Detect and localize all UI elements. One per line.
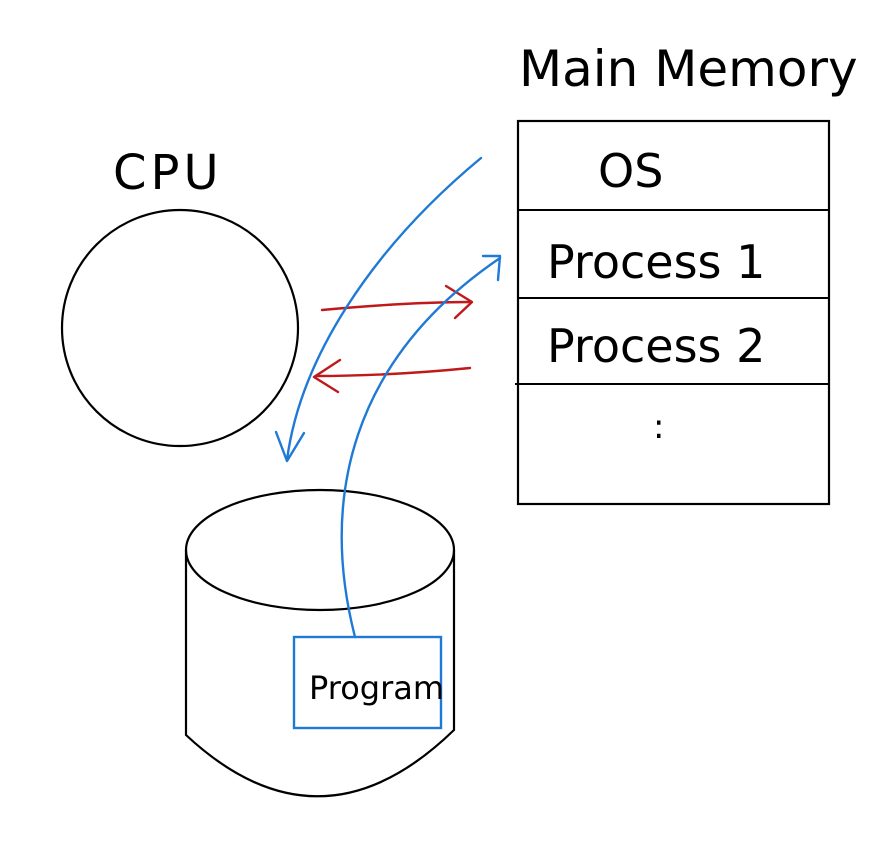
red-arrow-cpu-to-memory [320, 284, 474, 320]
memory-cell-os: OS [598, 144, 663, 198]
memory-cell-process-1: Process 1 [547, 235, 765, 289]
memory-cell-process-2: Process 2 [547, 319, 765, 373]
program-label: Program [309, 669, 444, 707]
cpu-label: CPU [113, 145, 223, 201]
blue-arrow-memory-to-disk [274, 156, 483, 463]
cpu-circle [60, 208, 300, 448]
blue-arrow-program-to-memory [340, 254, 502, 639]
disk-cylinder [184, 488, 456, 798]
program-box [292, 635, 443, 730]
memory-cell-ellipsis: : [653, 407, 664, 447]
main-memory-table: OS Process 1 Process 2 : [515, 119, 831, 506]
main-memory-title: Main Memory [519, 40, 858, 98]
red-arrow-memory-to-cpu [312, 358, 472, 394]
